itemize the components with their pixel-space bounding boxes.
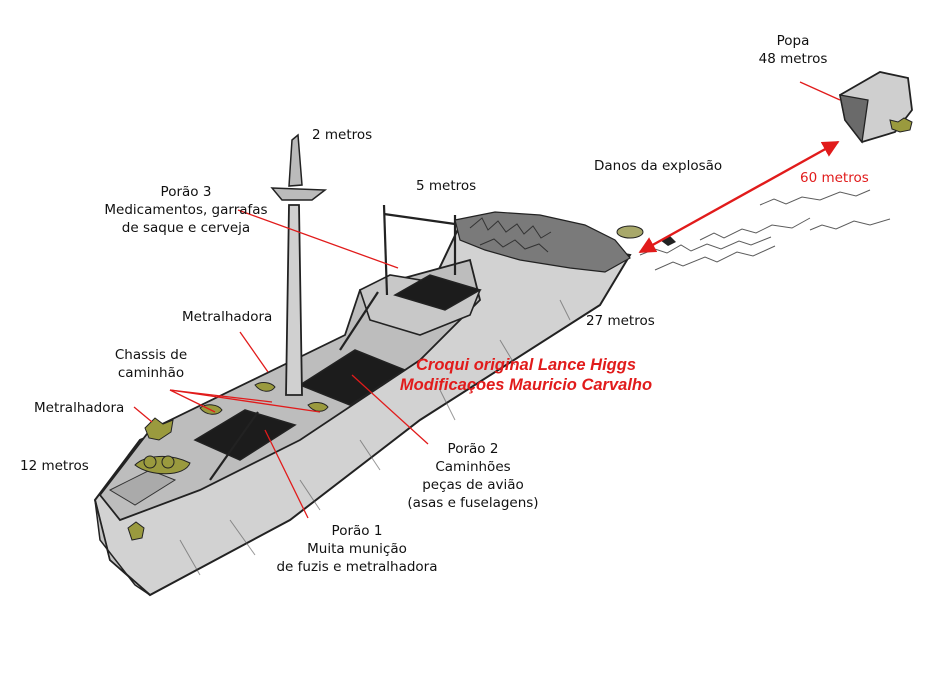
hold-3-label: Porão 3 Medicamentos, garrafas de saque … (96, 183, 276, 237)
hold-2-label: Porão 2 Caminhões peças de avião (asas e… (398, 440, 548, 512)
hold-1-opening (193, 409, 297, 461)
credit-line2: Modificaçoes Mauricio Carvalho (399, 376, 653, 394)
chassis-line2: caminhão (117, 365, 185, 381)
hold-3-title: Porão 3 (160, 184, 212, 200)
stern-depth: 48 metros (758, 51, 828, 67)
cargo-holds (193, 274, 482, 461)
hold-3-opening (393, 274, 482, 311)
hold-2-line2: peças de avião (422, 477, 524, 493)
hold-2-line1: Caminhões (435, 459, 511, 475)
machine-guns (127, 382, 329, 541)
bridge-depth-label: 5 metros (416, 178, 477, 194)
distance-arrow (638, 140, 840, 254)
hold-3-line2: de saque e cerveja (121, 220, 251, 236)
machine-gun-bow-label: Metralhadora (34, 400, 125, 416)
hold-2-title: Porão 2 (447, 441, 499, 457)
leader-lines (133, 81, 841, 519)
distance-label: 60 metros (800, 170, 869, 186)
hold-3-line1: Medicamentos, garrafas (104, 202, 268, 218)
hold-1-line2: de fuzis e metralhadora (276, 559, 438, 575)
credit-line1: Croqui original Lance Higgs (415, 356, 637, 374)
machine-gun-mid-label: Metralhadora (182, 309, 273, 325)
hold-1-title: Porão 1 (331, 523, 383, 539)
stern-title: Popa (776, 33, 810, 49)
credit-block: Croqui original Lance Higgs Modificaçoes… (386, 355, 666, 395)
hold-1-label: Porão 1 Muita munição de fuzis e metralh… (262, 522, 452, 576)
bow-depth-label: 12 metros (20, 458, 89, 474)
chassis-label: Chassis de caminhão (106, 346, 196, 382)
mast (270, 133, 328, 396)
hold-2-opening (298, 349, 407, 406)
stern-label: Popa 48 metros (748, 32, 838, 68)
chassis-line1: Chassis de (114, 347, 188, 363)
derrick-booms (209, 204, 457, 481)
hold-1-line1: Muita munição (307, 541, 407, 557)
stern-section (838, 71, 913, 144)
hold-2-line3: (asas e fuselagens) (407, 495, 539, 511)
mast-depth-label: 2 metros (312, 127, 373, 143)
explosion-damage-label: Danos da explosão (594, 158, 723, 174)
explosion-damage (454, 189, 891, 273)
deck-depth-label: 27 metros (586, 313, 655, 329)
